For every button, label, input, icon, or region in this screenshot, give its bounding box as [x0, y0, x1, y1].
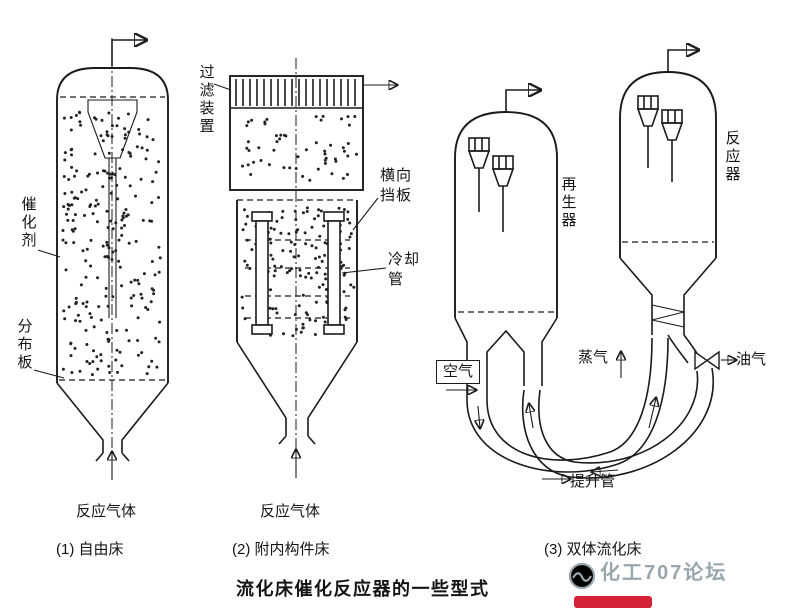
riser-2-inner — [538, 370, 699, 464]
red-banner — [574, 596, 652, 608]
catalyst-particles — [61, 110, 162, 377]
bottom-cone — [56, 382, 169, 462]
bottom-cone — [236, 341, 358, 445]
flow-arrow — [592, 470, 619, 472]
label-cooling: 冷却管 — [388, 251, 421, 288]
title-twin-bed: (3) 双体流化床 — [544, 541, 642, 558]
top-outlet-arrow — [111, 40, 146, 66]
label-baffle: 横向挡板 — [380, 167, 413, 204]
twin-bed-diagram — [446, 50, 736, 479]
riser-1 — [466, 337, 669, 473]
regenerator-bottom — [454, 317, 558, 400]
filter-hatch — [235, 79, 356, 106]
figure-caption: 流化床催化反应器的一些型式 — [236, 579, 490, 599]
expansion-zigzag — [651, 304, 685, 328]
watermark-logo-icon — [568, 562, 596, 590]
title-free-bed: (1) 自由床 — [56, 541, 124, 558]
reactor-outlet-arrow — [667, 50, 698, 72]
title-internal-bed: (2) 附内构件床 — [232, 541, 330, 558]
regenerator-outline — [454, 111, 558, 318]
label-oil-gas: 油气 — [736, 351, 767, 368]
label-gas-2: 反应气体 — [260, 503, 321, 520]
label-riser: 提升管 — [570, 473, 616, 490]
valve-icon — [694, 350, 709, 371]
filter-box — [229, 75, 364, 191]
label-distributor: 分布板 — [15, 318, 33, 372]
label-regenerator: 再生器 — [559, 176, 577, 230]
label-steam: 蒸气 — [578, 349, 609, 366]
label-reactor: 反应器 — [723, 130, 741, 184]
freeboard-particles — [241, 114, 358, 182]
leader-distributor — [33, 369, 65, 379]
riser-2 — [521, 367, 715, 479]
label-gas-1: 反应气体 — [76, 503, 137, 520]
label-filter: 过滤装置 — [197, 64, 215, 136]
watermark-text: 化工707论坛 — [600, 562, 728, 584]
leader-baffle — [352, 197, 379, 231]
label-catalyst: 催化剂 — [19, 196, 37, 250]
label-air: 空气 — [436, 360, 481, 384]
free-bed-diagram — [33, 38, 169, 480]
vessel-outline — [56, 67, 169, 383]
riser-1-inner — [486, 337, 653, 461]
reactor-standpipe — [619, 257, 717, 335]
flow-arrow — [648, 398, 656, 429]
valve-icon — [705, 350, 720, 371]
cooling-tubes — [251, 211, 345, 335]
internal-bed-diagram — [213, 58, 397, 478]
horizontal-baffles — [245, 239, 350, 319]
reactor-outline — [619, 71, 717, 258]
regenerator-outlet-arrow — [505, 90, 540, 112]
leader-filter — [213, 83, 232, 91]
leader-catalyst — [37, 249, 61, 258]
regenerator-cyclones — [467, 137, 515, 232]
flow-arrow — [529, 404, 533, 429]
leader-cooling — [341, 267, 387, 274]
reactor-cyclones — [636, 95, 684, 182]
flow-arrow — [478, 405, 480, 428]
cyclone-funnel — [87, 99, 138, 159]
